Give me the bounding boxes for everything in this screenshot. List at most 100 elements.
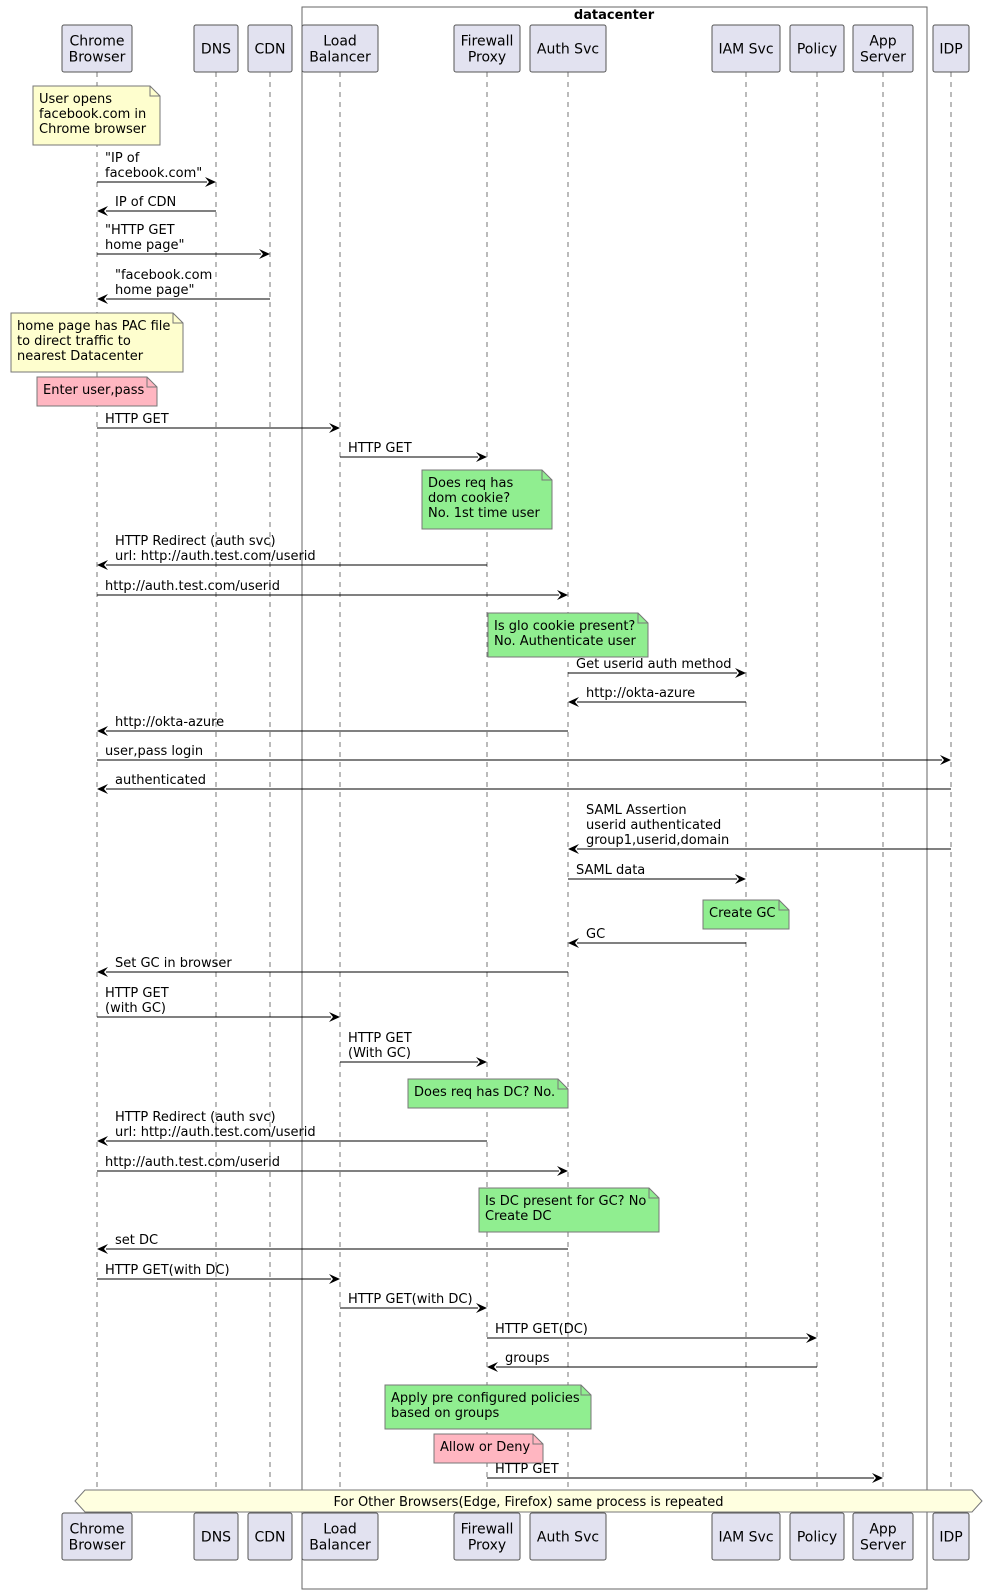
note-text: No. Authenticate user xyxy=(494,634,636,649)
message-label: HTTP Redirect (auth svc) xyxy=(115,1110,276,1125)
note-text: Does req has DC? No. xyxy=(414,1085,555,1100)
message-label: facebook.com" xyxy=(105,166,202,181)
participant-label: Chrome xyxy=(70,1522,125,1538)
participant-iam-bottom: IAM Svc xyxy=(711,1512,781,1561)
message-chrome-to-lb: HTTP GET xyxy=(97,412,340,433)
message-chrome-to-auth: http://auth.test.com/userid xyxy=(97,579,568,600)
participant-label: IAM Svc xyxy=(718,42,773,58)
message-idp-to-chrome: authenticated xyxy=(97,773,951,794)
participant-idp-bottom: IDP xyxy=(932,1512,970,1561)
message-label: set DC xyxy=(115,1233,158,1248)
message-label: http://auth.test.com/userid xyxy=(105,579,280,594)
message-label: (with GC) xyxy=(105,1001,166,1016)
arrowhead xyxy=(97,1244,108,1254)
message-lb-to-fw: HTTP GET xyxy=(340,441,487,462)
message-iam-to-auth: GC xyxy=(568,927,746,948)
note-text: Create DC xyxy=(485,1209,551,1224)
participant-label: Policy xyxy=(797,42,837,58)
arrowhead xyxy=(735,668,746,678)
participant-auth-top: Auth Svc xyxy=(529,24,607,73)
arrowhead xyxy=(97,726,108,736)
message-policy-to-fw: groups xyxy=(487,1351,817,1372)
arrowhead xyxy=(872,1473,883,1483)
message-label: HTTP GET xyxy=(495,1462,559,1477)
participant-label: App xyxy=(869,34,896,50)
participant-label: DNS xyxy=(201,42,231,58)
message-label: HTTP GET(with DC) xyxy=(105,1263,230,1278)
note-text: Is glo cookie present? xyxy=(494,619,635,634)
participant-label: Proxy xyxy=(468,1538,506,1554)
message-chrome-to-idp: user,pass login xyxy=(97,744,951,765)
message-label: SAML Assertion xyxy=(586,803,687,818)
note-text: Does req has xyxy=(428,476,514,491)
message-label: url: http://auth.test.com/userid xyxy=(115,549,316,564)
note-green: Does req has DC? No. xyxy=(407,1078,569,1109)
message-lb-to-fw: HTTP GET(With GC) xyxy=(340,1031,487,1067)
message-label: groups xyxy=(505,1351,550,1366)
message-label: home page" xyxy=(115,283,194,298)
message-fw-to-app: HTTP GET xyxy=(487,1462,883,1483)
arrowhead xyxy=(97,1136,108,1146)
message-fw-to-chrome: HTTP Redirect (auth svc)url: http://auth… xyxy=(97,534,487,570)
participant-auth-bottom: Auth Svc xyxy=(529,1512,607,1561)
message-auth-to-chrome: set DC xyxy=(97,1233,568,1254)
participant-label: DNS xyxy=(201,1530,231,1546)
participants-layer: ChromeBrowserChromeBrowserDNSDNSCDNCDNLo… xyxy=(61,24,970,1561)
note-text: Apply pre configured policies xyxy=(391,1391,580,1406)
note-text: Chrome browser xyxy=(39,122,147,137)
arrowhead xyxy=(568,844,579,854)
participant-label: Chrome xyxy=(70,34,125,50)
arrowhead xyxy=(557,590,568,600)
datacenter-box-title: datacenter xyxy=(574,8,655,23)
participant-label: Server xyxy=(860,1538,906,1554)
message-label: userid authenticated xyxy=(586,818,721,833)
message-dns-to-chrome: IP of CDN xyxy=(97,195,216,216)
participant-label: Balancer xyxy=(309,1538,371,1554)
message-label: "facebook.com xyxy=(115,268,212,283)
message-label: Get userid auth method xyxy=(576,657,732,672)
message-label: home page" xyxy=(105,238,184,253)
participant-label: Browser xyxy=(69,50,126,66)
note-green: Is glo cookie present?No. Authenticate u… xyxy=(487,612,649,658)
arrowhead xyxy=(259,249,270,259)
participant-dns-top: DNS xyxy=(193,24,239,73)
note-text: Create GC xyxy=(709,906,775,921)
note-text: No. 1st time user xyxy=(428,506,541,521)
arrowhead xyxy=(940,755,951,765)
datacenter-box-layer: datacenter xyxy=(301,6,928,1590)
participant-cdn-top: CDN xyxy=(247,24,293,73)
message-label: authenticated xyxy=(115,773,206,788)
note-pink: Allow or Deny xyxy=(433,1433,544,1464)
participant-policy-top: Policy xyxy=(789,24,845,73)
message-fw-to-policy: HTTP GET(DC) xyxy=(487,1322,817,1343)
message-label: HTTP GET(DC) xyxy=(495,1322,588,1337)
message-label: user,pass login xyxy=(105,744,203,759)
message-chrome-to-auth: http://auth.test.com/userid xyxy=(97,1155,568,1176)
message-label: GC xyxy=(586,927,605,942)
participant-label: Browser xyxy=(69,1538,126,1554)
note-text: based on groups xyxy=(391,1406,499,1421)
message-label: url: http://auth.test.com/userid xyxy=(115,1125,316,1140)
participant-label: Server xyxy=(860,50,906,66)
arrowhead xyxy=(487,1362,498,1372)
datacenter-box xyxy=(301,6,928,1590)
message-label: http://okta-azure xyxy=(115,715,224,730)
participant-iam-top: IAM Svc xyxy=(711,24,781,73)
message-chrome-to-lb: HTTP GET(with DC) xyxy=(97,1263,340,1284)
participant-label: App xyxy=(869,1522,896,1538)
message-auth-to-iam: SAML data xyxy=(568,863,746,884)
